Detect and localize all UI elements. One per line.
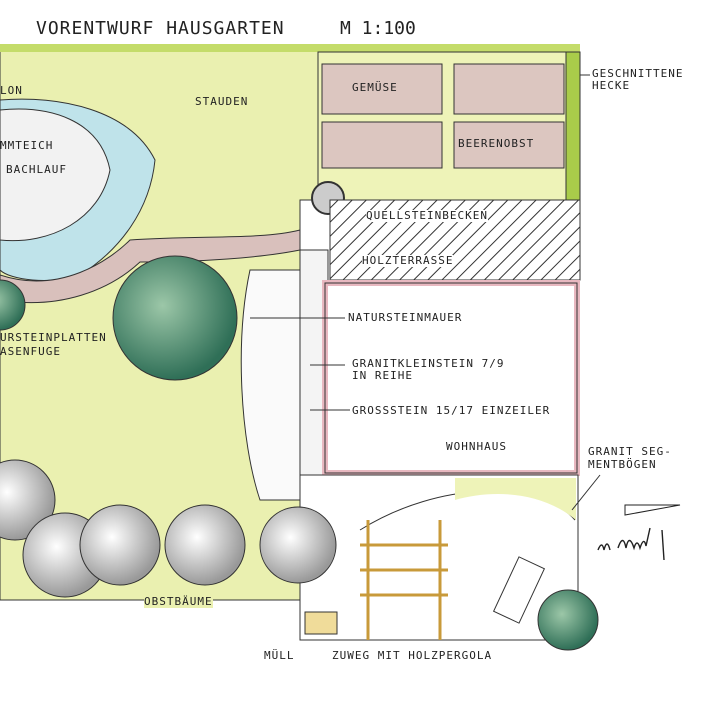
label-hecke-2: HECKE xyxy=(592,79,631,92)
hedge-right xyxy=(565,51,581,203)
label-granitklein-2: IN REIHE xyxy=(352,369,413,382)
planting-strip xyxy=(455,478,576,520)
label-natursteinmauer: NATURSTEINMAUER xyxy=(348,311,463,324)
label-teich: MMTEICH xyxy=(0,139,54,152)
label-segment-1: GRANIT SEG- xyxy=(588,445,672,458)
top-hedge xyxy=(0,44,580,52)
label-obstbaeume: OBSTBÄUME xyxy=(144,595,213,608)
label-granitklein-1: GRANITKLEINSTEIN 7/9 xyxy=(352,357,505,370)
north-arrow xyxy=(624,504,681,516)
waste-bins xyxy=(304,611,338,635)
bed-top-right xyxy=(453,63,565,115)
label-zuweg: ZUWEG MIT HOLZPERGOLA xyxy=(332,649,493,662)
fruit-tree-3 xyxy=(79,504,161,586)
label-segment-2: MENTBÖGEN xyxy=(588,458,657,471)
leader-lines xyxy=(250,74,601,511)
label-platten-1: URSTEINPLATTEN xyxy=(0,331,107,344)
label-balkon: LON xyxy=(0,84,23,97)
signature xyxy=(597,527,665,561)
plan-title: VORENTWURF HAUSGARTEN xyxy=(36,18,285,39)
label-stauden: STAUDEN xyxy=(195,95,249,108)
label-hecke-1: GESCHNITTENE xyxy=(592,67,684,80)
bed-beerenobst xyxy=(453,121,565,169)
fruit-tree-5 xyxy=(259,506,337,584)
stone-wall xyxy=(0,229,301,304)
label-grossstein: GROSSSTEIN 15/17 EINZEILER xyxy=(352,404,551,417)
car xyxy=(492,556,546,624)
label-bachlauf: BACHLAUF xyxy=(6,163,67,176)
label-platten-2: ASENFUGE xyxy=(0,345,61,358)
gravel-bed xyxy=(240,269,301,501)
bed-bottom-left xyxy=(321,121,443,169)
label-muell: MÜLL xyxy=(264,649,295,662)
label-wohnhaus: WOHNHAUS xyxy=(446,440,507,453)
plan-scale: M 1:100 xyxy=(340,18,416,39)
fruit-tree-4 xyxy=(164,504,246,586)
tree-large xyxy=(112,255,238,381)
label-gemuese: GEMÜSE xyxy=(352,81,398,94)
pond-inner xyxy=(0,108,111,242)
pergola xyxy=(360,520,448,640)
label-quellstein: QUELLSTEINBECKEN xyxy=(366,209,488,222)
label-beerenobst: BEERENOBST xyxy=(458,137,535,150)
tree-left xyxy=(0,279,26,331)
tree-bottom-right xyxy=(537,589,599,651)
bed-gemuese xyxy=(321,63,443,115)
label-holzterrasse: HOLZTERRASSE xyxy=(362,254,454,267)
